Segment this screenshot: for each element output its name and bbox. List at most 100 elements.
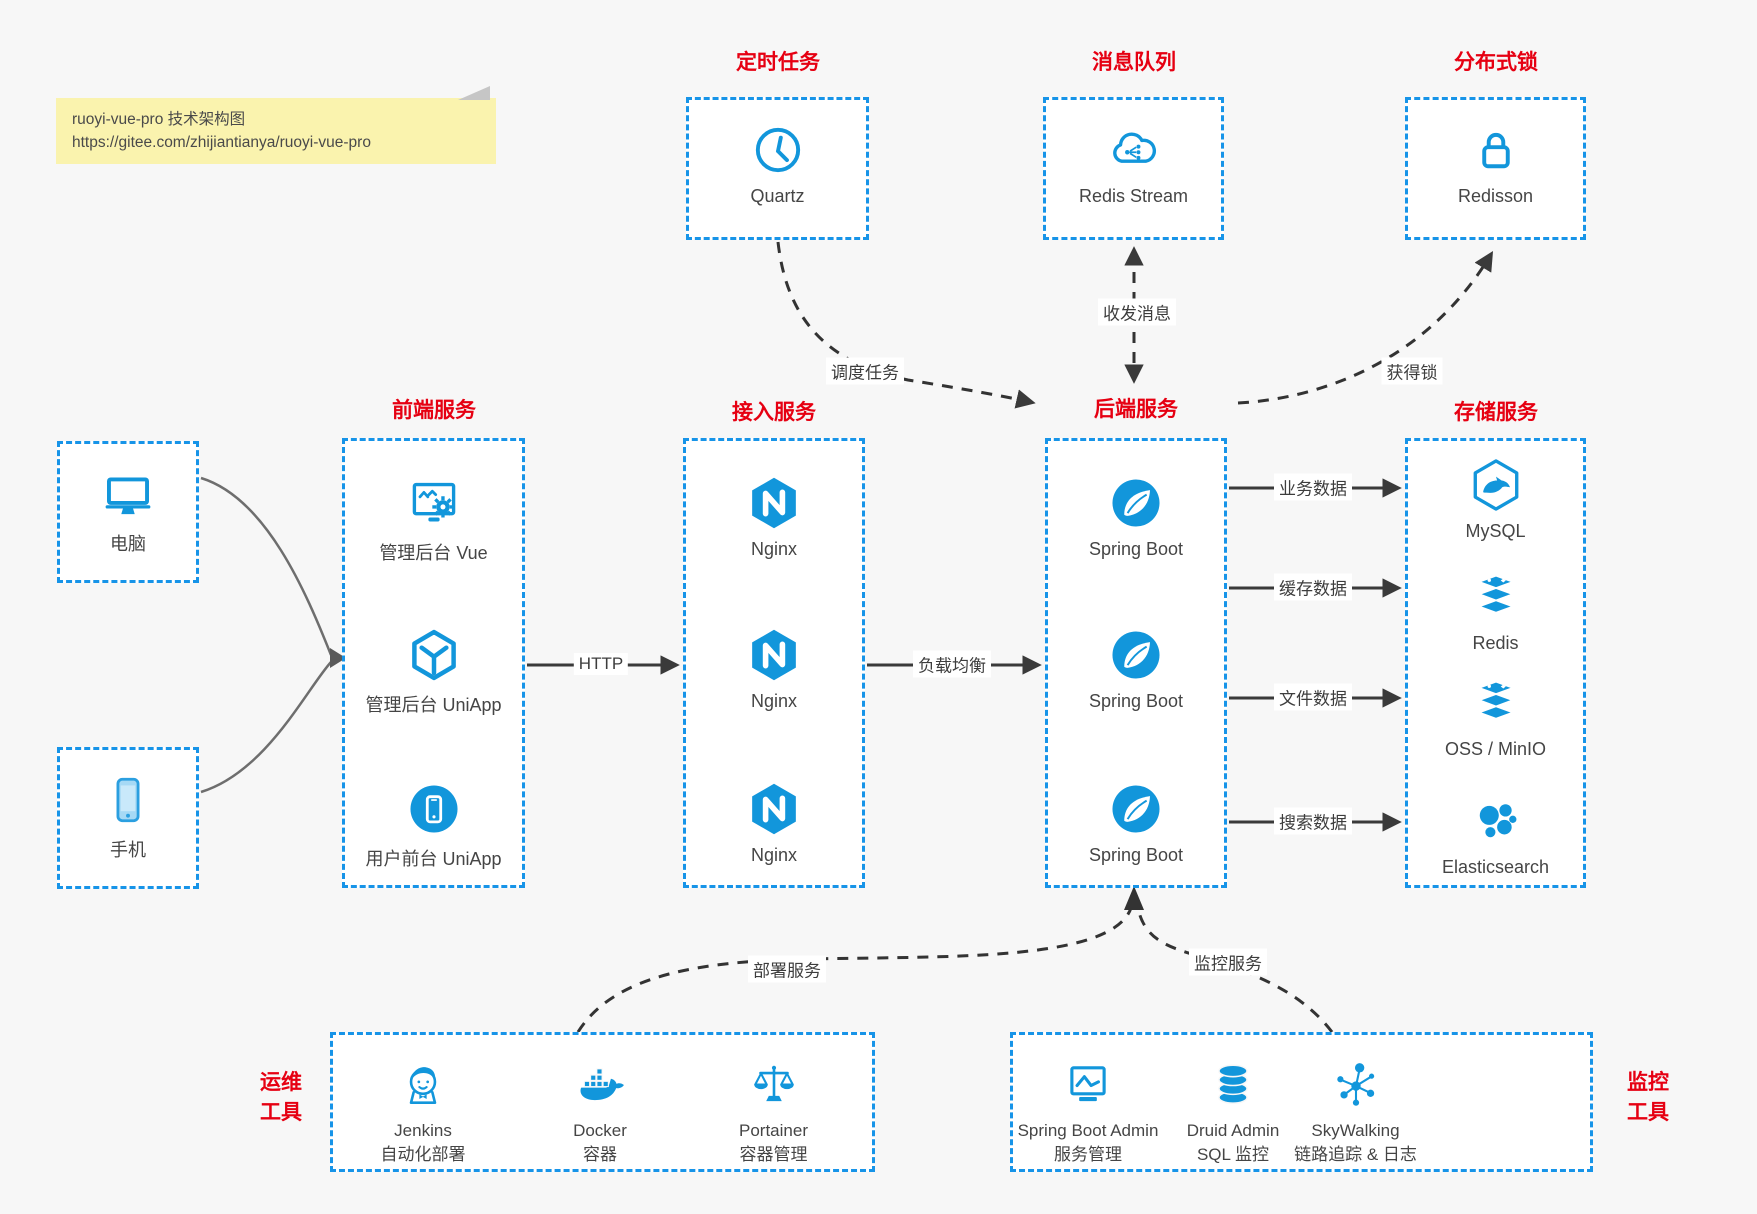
node-spring-boot-1: Spring Boot <box>1048 475 1224 560</box>
edge-label-send-receive-message: 收发消息 <box>1098 298 1176 326</box>
node-pc: 电脑 <box>60 466 196 556</box>
node-redis: Redis <box>1408 569 1583 654</box>
node-admin-uniapp: 管理后台 UniApp <box>345 627 522 717</box>
title-storage-services: 存储服务 <box>1454 401 1538 424</box>
node-quartz: Quartz <box>689 122 866 207</box>
deploy-monitor-arrowhead <box>1124 886 1144 910</box>
node-label: Elasticsearch <box>1441 857 1550 877</box>
node-user-uniapp: 用户前台 UniApp <box>345 781 522 871</box>
admin-vue-icon <box>412 482 455 522</box>
clock-icon <box>755 127 800 173</box>
node-redis-stream: Redis Stream <box>1046 122 1221 207</box>
portainer-icon <box>753 1065 794 1102</box>
node-elasticsearch: Elasticsearch <box>1408 793 1583 878</box>
note-fold-corner <box>458 86 490 100</box>
client-phone-box: 手机 <box>57 747 199 889</box>
storage-stack-icon <box>1477 680 1514 720</box>
label-ops-tools: 运维 工具 <box>260 1071 302 1124</box>
edge-label-file-data: 文件数据 <box>1274 683 1352 711</box>
mysql-icon <box>1473 459 1518 511</box>
user-app-icon <box>409 785 458 833</box>
group-backend-services: Spring Boot Spring Boot Spring Boot <box>1045 438 1227 888</box>
node-label: 用户前台 UniApp <box>365 849 502 869</box>
druid-icon <box>1218 1064 1248 1104</box>
node-nginx-2: Nginx <box>686 627 862 712</box>
spring-boot-icon <box>1112 479 1160 527</box>
edge-label-search-data: 搜索数据 <box>1274 807 1352 835</box>
title-scheduled-task: 定时任务 <box>736 51 820 74</box>
spring-boot-icon <box>1112 785 1160 833</box>
node-label: 电脑 <box>110 534 146 554</box>
jenkins-icon <box>409 1067 437 1104</box>
docker-icon <box>580 1068 624 1101</box>
node-label: Quartz <box>750 186 805 206</box>
smartphone-icon <box>116 777 140 823</box>
edge-label-business-data: 业务数据 <box>1274 473 1352 501</box>
desktop-icon <box>105 477 151 515</box>
nginx-icon <box>752 477 796 529</box>
group-scheduled-task: Quartz <box>686 97 869 240</box>
edge-label-http: HTTP <box>573 653 629 675</box>
edge-label-schedule-task: 调度任务 <box>826 357 904 385</box>
nginx-icon <box>752 783 796 835</box>
node-nginx-3: Nginx <box>686 781 862 866</box>
node-spring-boot-2: Spring Boot <box>1048 627 1224 712</box>
node-label: OSS / MinIO <box>1444 739 1547 759</box>
label-monitor-tools: 监控 工具 <box>1627 1071 1669 1124</box>
edge-label-deploy-service: 部署服务 <box>748 955 826 983</box>
elasticsearch-icon <box>1479 804 1516 838</box>
node-label: Nginx <box>750 691 798 711</box>
arrow-deploy-service <box>576 907 1133 1033</box>
arrow-schedule-task <box>776 241 1036 409</box>
skywalking-icon <box>1336 1063 1374 1106</box>
arrow-acquire-lock <box>1237 250 1494 405</box>
note-url: https://gitee.com/zhijiantianya/ruoyi-vu… <box>72 134 371 151</box>
sticky-note: ruoyi-vue-pro 技术架构图 https://gitee.com/zh… <box>56 86 496 164</box>
nginx-icon <box>752 629 796 681</box>
spring-boot-icon <box>1112 631 1160 679</box>
edge-pc-to-frontend <box>200 476 333 656</box>
node-phone: 手机 <box>60 772 196 862</box>
title-access-services: 接入服务 <box>732 401 816 424</box>
title-backend-services: 后端服务 <box>1094 398 1178 421</box>
edge-label-load-balance: 负载均衡 <box>913 650 991 678</box>
group-storage-services: MySQL Redis OSS / MinIO Elasticsearch <box>1405 438 1586 888</box>
note-title: ruoyi-vue-pro 技术架构图 <box>72 111 246 128</box>
node-label: Redisson <box>1457 186 1534 206</box>
node-label: Nginx <box>750 539 798 559</box>
client-arrowhead <box>330 648 346 668</box>
node-label: 管理后台 UniApp <box>365 695 502 715</box>
spring-boot-admin-icon <box>1070 1066 1106 1102</box>
edge-label-acquire-lock: 获得锁 <box>1381 357 1443 385</box>
node-label: Spring Boot <box>1088 845 1184 865</box>
title-distributed-lock: 分布式锁 <box>1454 51 1538 74</box>
node-label: 管理后台 Vue <box>379 543 488 563</box>
lock-icon <box>1481 132 1510 169</box>
node-redisson: Redisson <box>1408 122 1583 207</box>
uniapp-icon <box>411 629 456 681</box>
node-label: MySQL <box>1465 521 1526 541</box>
node-label: Redis Stream <box>1078 186 1189 206</box>
client-pc-box: 电脑 <box>57 441 199 583</box>
node-spring-boot-3: Spring Boot <box>1048 781 1224 866</box>
group-distributed-lock: Redisson <box>1405 97 1586 240</box>
group-message-queue: Redis Stream <box>1043 97 1224 240</box>
title-frontend-services: 前端服务 <box>392 399 476 422</box>
node-oss-minio: OSS / MinIO <box>1408 675 1583 760</box>
node-mysql: MySQL <box>1408 457 1583 542</box>
group-access-services: Nginx Nginx Nginx <box>683 438 865 888</box>
